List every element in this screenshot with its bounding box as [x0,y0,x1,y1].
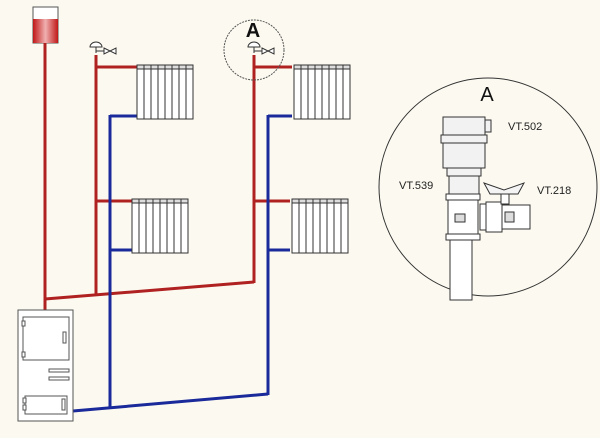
radiator-3 [293,64,351,120]
detail-view-a: A VT.502 VT.539 VT.21 [378,77,598,301]
boiler [17,309,74,422]
air-vent-icon [247,41,275,55]
detail-marker-circle [223,19,285,81]
expansion-tank [32,6,59,44]
radiator-1 [136,64,194,120]
tee-vt539 [445,193,481,241]
return-pipes [72,114,292,413]
label-vt539: VT.539 [399,180,433,192]
radiator-4 [291,198,349,254]
air-vent-icon [89,41,117,55]
air-vent-vt502 [440,116,492,195]
detail-title: A [480,84,494,106]
ball-valve-vt218 [479,182,531,233]
label-vt218: VT.218 [537,185,571,197]
label-vt502: VT.502 [508,121,542,133]
radiator-2 [131,198,189,254]
supply-pipes [43,43,292,310]
detail-marker-label: A [246,20,260,42]
